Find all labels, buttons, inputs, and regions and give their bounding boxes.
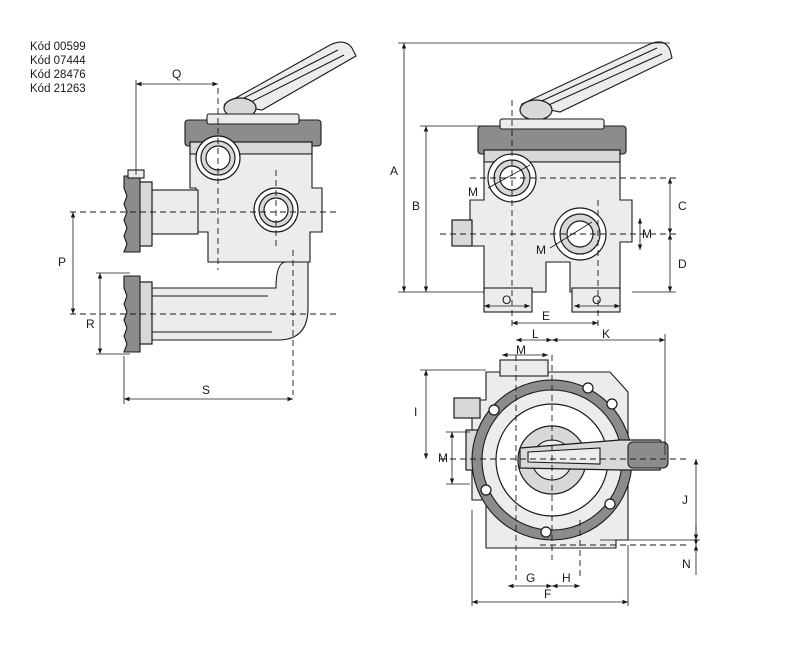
bypass-pipe	[149, 261, 309, 341]
dimension-label: N	[682, 557, 691, 571]
dimension-label: S	[202, 383, 210, 397]
dimension-label: K	[602, 327, 610, 341]
dimension-label: R	[86, 317, 95, 331]
product-code: Kód 00599	[30, 41, 86, 53]
product-code: Kód 21263	[30, 83, 86, 95]
product-code: Kód 28476	[30, 69, 86, 81]
dimension-label: D	[678, 257, 687, 271]
dimension-label: H	[562, 571, 571, 585]
dimension-label: C	[678, 199, 687, 213]
lever-handle	[223, 41, 357, 111]
side-view	[70, 41, 357, 404]
dimension-label: Q	[172, 67, 181, 81]
dimension-label: M	[536, 243, 546, 257]
lever-handle	[520, 41, 673, 113]
dimension-label: B	[412, 199, 420, 213]
dimension-label: J	[682, 493, 688, 507]
product-code: Kód 07444	[30, 55, 86, 67]
dimension-label: O	[592, 293, 601, 307]
dimension-label: L	[532, 327, 539, 341]
dimension-label: I	[414, 405, 417, 419]
dimension-label: O	[502, 293, 511, 307]
dimension-label: M	[642, 227, 652, 241]
product-codes: Kód 00599 Kód 07444 Kód 28476 Kód 21263	[30, 40, 86, 96]
dimension-label: F	[544, 587, 551, 601]
dimension-label: P	[58, 255, 66, 269]
dimension-label: M	[438, 451, 448, 465]
dimension-label: A	[390, 164, 398, 178]
front-view	[398, 41, 680, 330]
dimension-label: M	[516, 343, 526, 357]
dimension-label: M	[468, 185, 478, 199]
dimension-label: E	[542, 309, 550, 323]
top-view	[420, 334, 700, 606]
dimension-label: G	[526, 571, 535, 585]
